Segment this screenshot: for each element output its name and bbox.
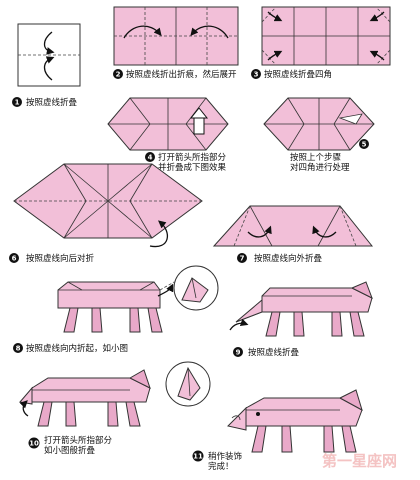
step-11-caption-line1: 稍作装饰 [208, 451, 243, 462]
step-3-number: 3 [251, 69, 261, 79]
step-9-figure [229, 281, 373, 337]
step-1-caption: 按照虚线折叠 [26, 97, 78, 108]
svg-text:1: 1 [15, 99, 20, 107]
step-11-figure [227, 389, 363, 453]
svg-text:10: 10 [29, 440, 39, 448]
step-4-caption-line2: 并折叠成下图效果 [158, 162, 227, 173]
step-1-number: 1 [12, 97, 22, 107]
svg-text:3: 3 [254, 71, 259, 79]
svg-text:8: 8 [16, 345, 21, 353]
step-4-number: 4 [145, 152, 155, 162]
step-10-figure [19, 361, 211, 427]
step-2-figure [113, 6, 239, 66]
step-3-figure [261, 6, 391, 66]
step-10-caption-line1: 打开箭头所指部分 [44, 435, 113, 446]
step-10-number: 10 [28, 437, 40, 449]
svg-text:11: 11 [193, 453, 203, 461]
step-2-caption: 按照虚线折出折痕，然后展开 [126, 69, 237, 80]
step-11-caption-line2: 完成！ [208, 461, 234, 472]
svg-text:9: 9 [236, 349, 241, 357]
step-9-number: 9 [233, 347, 243, 357]
svg-text:2: 2 [116, 71, 121, 79]
step-5-number: 5 [359, 139, 369, 149]
watermark: 第一星座网 [322, 452, 397, 470]
svg-text:7: 7 [240, 255, 245, 263]
step-10-caption-line2: 如小图般折叠 [44, 445, 96, 456]
step-7-number: 7 [237, 253, 247, 263]
step-5-figure [263, 97, 375, 151]
step-8-caption: 按照虚线向内折起，如小图 [26, 343, 128, 354]
step-7-figure [212, 205, 374, 247]
svg-text:4: 4 [148, 154, 153, 162]
step-11-number: 11 [192, 450, 204, 462]
step-6-figure [13, 163, 203, 248]
step-6-number: 6 [9, 253, 19, 263]
step-9-caption: 按照虚线折叠 [248, 347, 300, 358]
step-1-figure [17, 23, 81, 87]
step-5-caption-line1: 按照上个步骤 [290, 152, 342, 163]
svg-text:5: 5 [362, 141, 367, 149]
step-8-number: 8 [13, 343, 23, 353]
step-4-figure [107, 97, 229, 151]
step-7-caption: 按照虚线向外折叠 [254, 253, 323, 264]
step-6-caption: 按照虚线向后对折 [26, 253, 95, 264]
svg-text:6: 6 [12, 255, 17, 263]
step-3-caption: 按照虚线折叠四角 [264, 69, 332, 80]
step-5-caption-line2: 对四角进行处理 [290, 162, 350, 173]
step-4-caption-line1: 打开箭头所指部分 [158, 152, 227, 163]
step-2-number: 2 [113, 69, 123, 79]
step-8-figure [57, 265, 219, 333]
